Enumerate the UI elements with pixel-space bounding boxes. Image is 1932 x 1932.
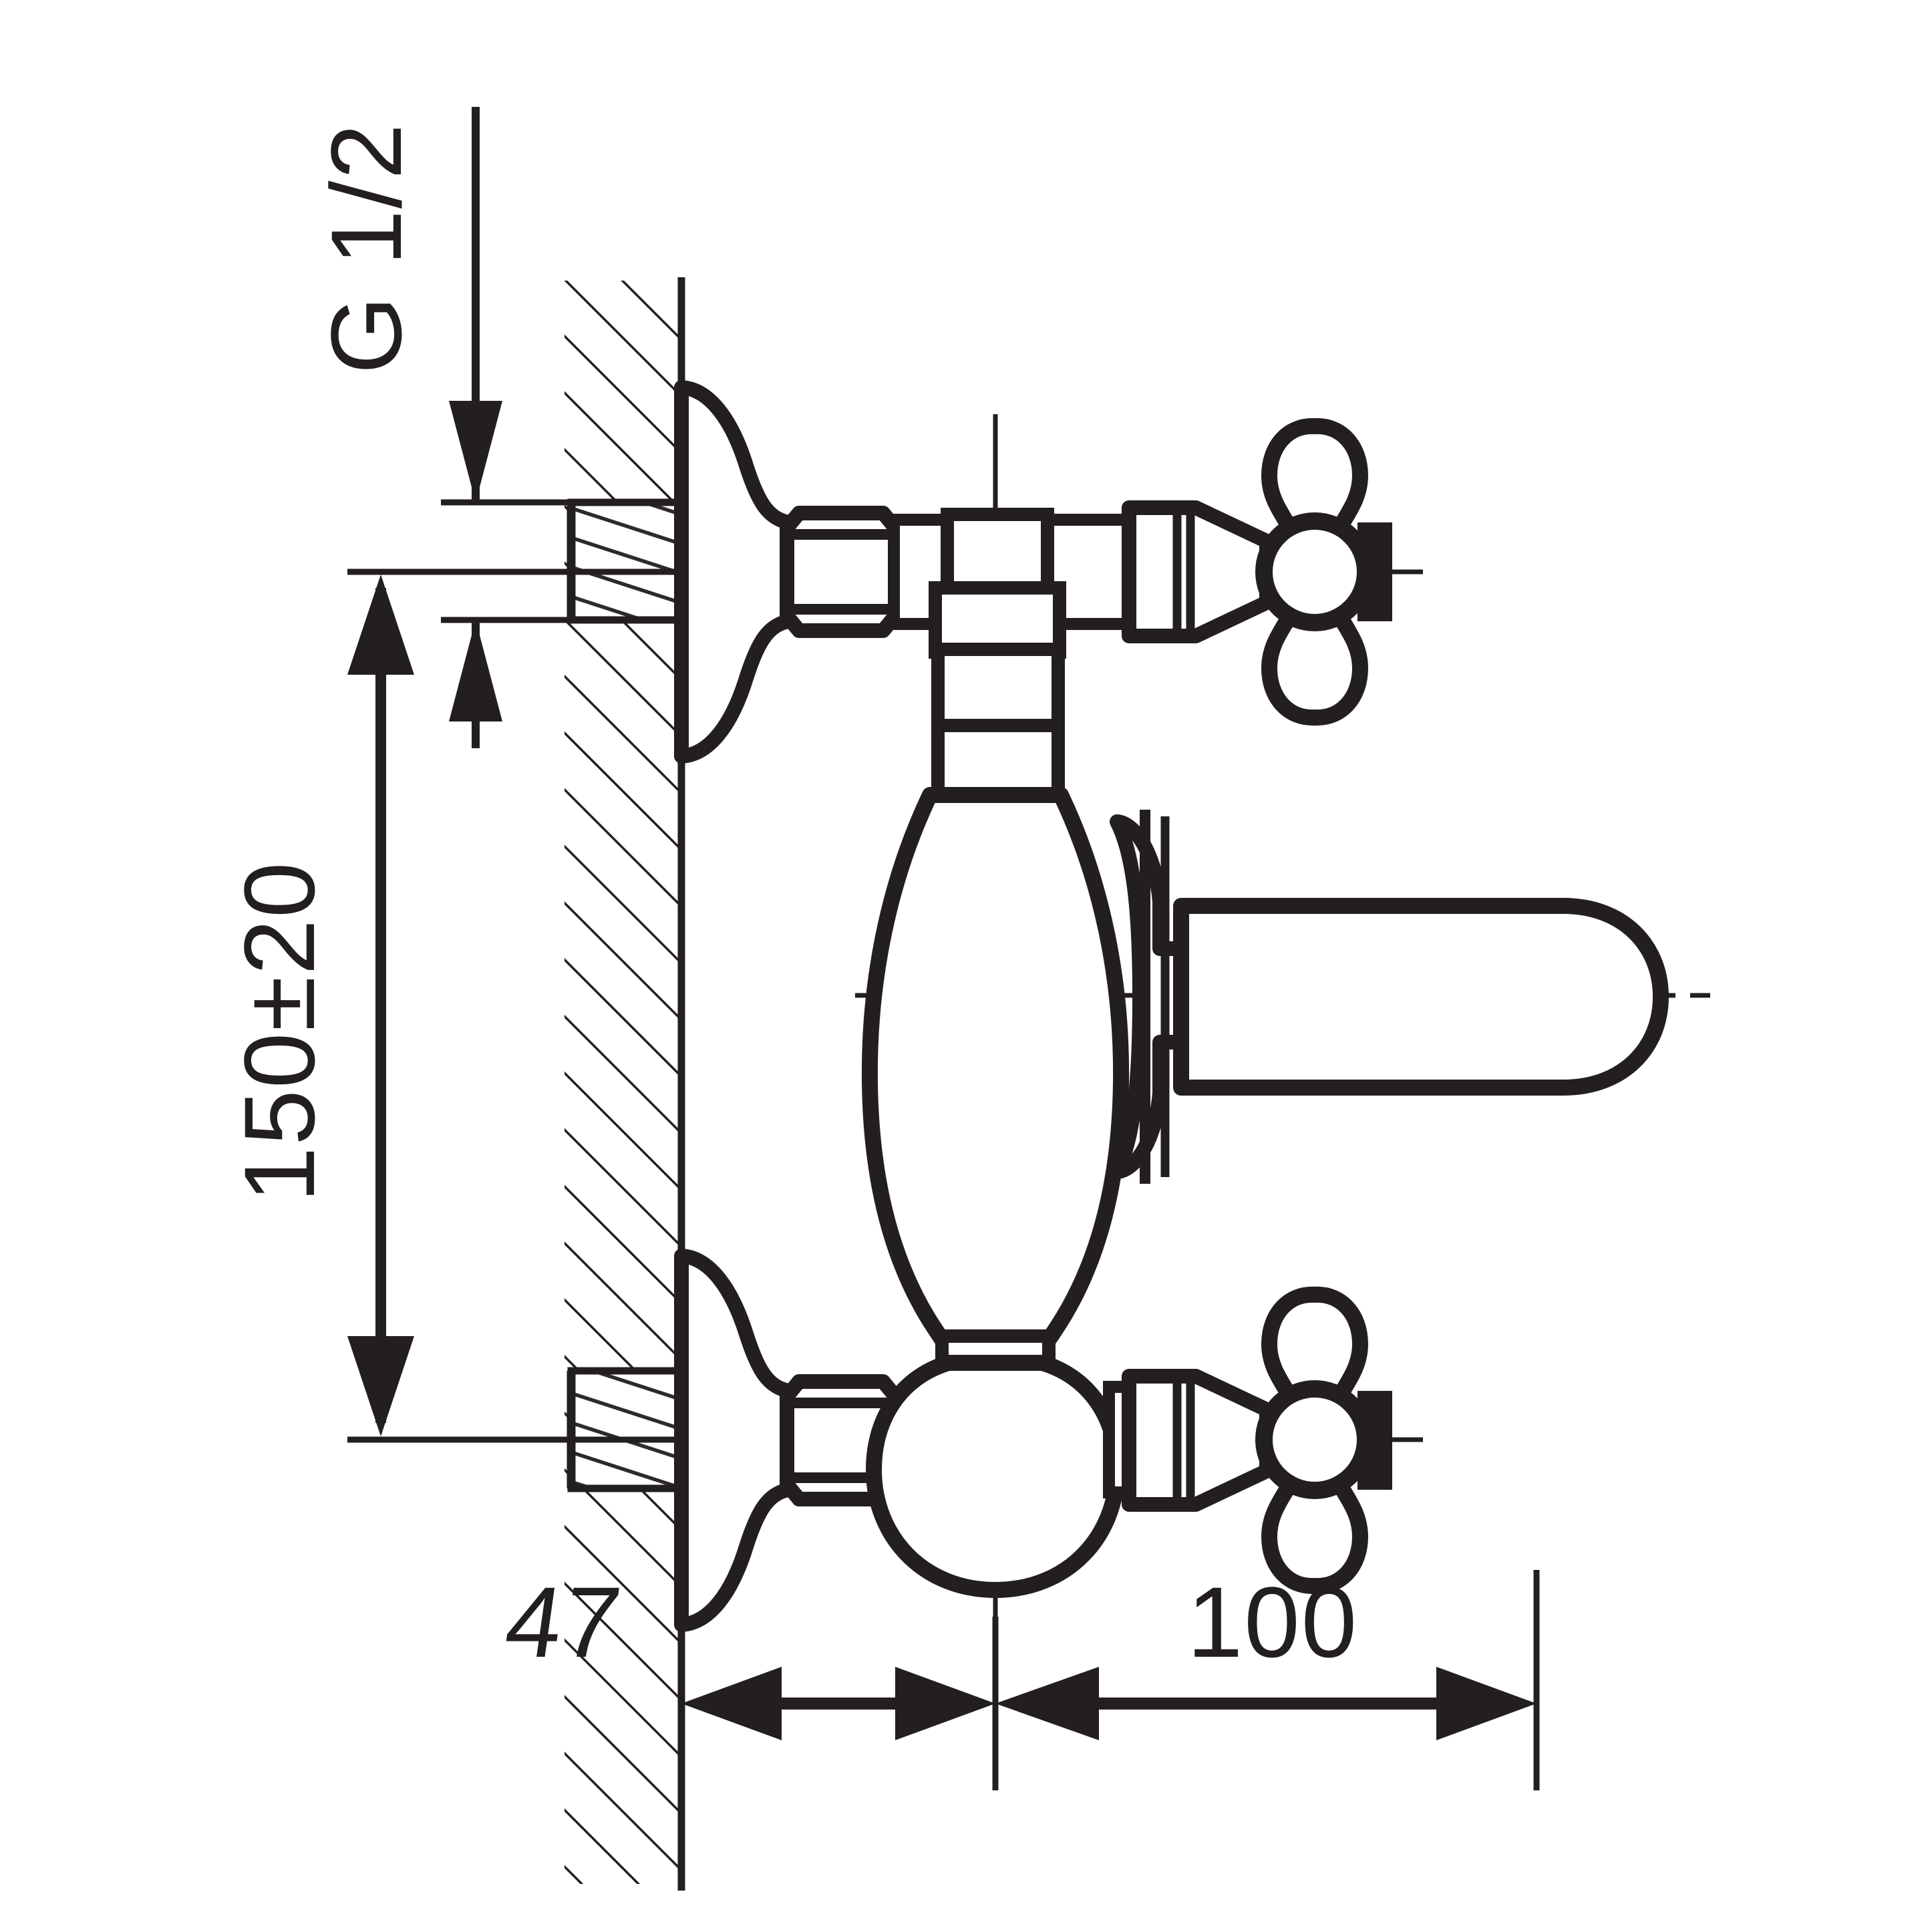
lower-valve-bonnet <box>1122 1369 1277 1512</box>
upper-handle-hub <box>1255 512 1374 631</box>
dimension-label-centre-to-handle: 100 <box>1187 1566 1358 1678</box>
dimension-label-wall-to-centre: 47 <box>499 1567 629 1678</box>
dimension-thread-size: G 1/2 <box>310 107 681 748</box>
arrowhead-left <box>995 1667 1099 1740</box>
spout <box>1173 898 1669 1096</box>
arrowhead-right <box>1436 1667 1537 1740</box>
upper-stem-steps <box>929 508 1066 807</box>
upper-valve-bonnet <box>1122 500 1277 643</box>
spout-assembly <box>1110 810 1669 1184</box>
upper-hex-nut <box>780 506 903 638</box>
arrowhead-right <box>895 1667 995 1740</box>
upper-handle-cap <box>1357 522 1392 621</box>
arrowhead-up <box>347 575 414 675</box>
arrowhead-left <box>681 1667 782 1740</box>
dimension-inlet-spacing: 150±20 <box>223 569 681 1443</box>
lower-handle-cap <box>1357 1391 1392 1490</box>
lower-cross-handle <box>1255 1286 1392 1595</box>
dimension-centre-to-handle: 100 <box>995 1566 1540 1790</box>
dimension-label-inlet-spacing: 150±20 <box>223 861 335 1202</box>
lower-valve-body <box>866 1355 1125 1598</box>
arrowhead-down <box>449 401 502 502</box>
riser-column <box>861 787 1130 1357</box>
lower-inlet-assembly <box>567 1249 1392 1632</box>
upper-cross-handle <box>1255 418 1392 726</box>
arrowhead-down <box>347 1336 414 1436</box>
lower-handle-hub <box>1255 1380 1374 1499</box>
dimension-label-thread-size: G 1/2 <box>310 122 422 374</box>
arrowhead-up <box>449 620 502 721</box>
